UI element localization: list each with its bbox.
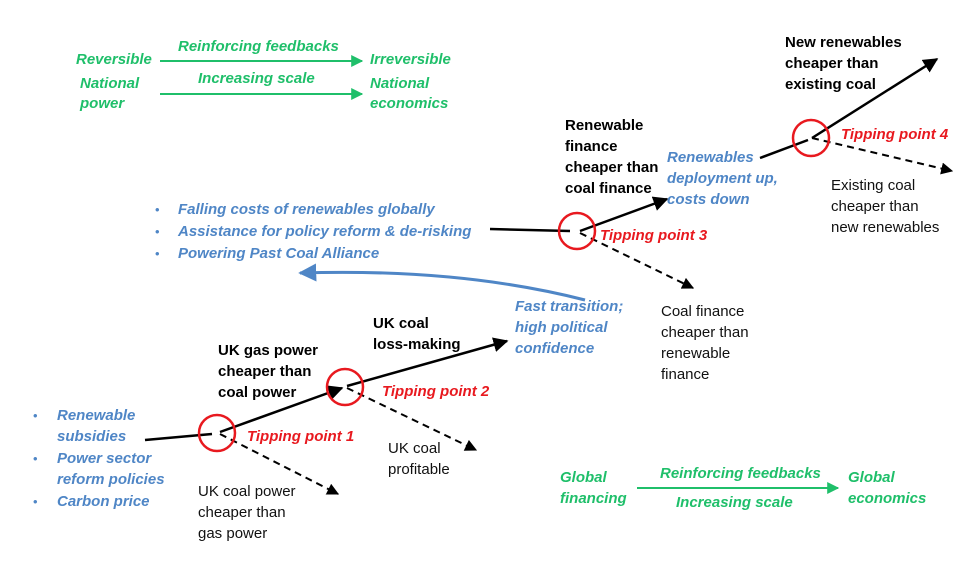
tp2-up-line-1: UK coal — [373, 315, 429, 332]
path-tp2-up — [346, 337, 509, 388]
global-driver-2: Assistance for policy reform & de-riskin… — [177, 223, 471, 240]
fast-transition-line-1: Fast transition; — [515, 298, 623, 315]
legend-national-econ-a: National — [370, 75, 430, 92]
tp4-up-line-3: existing coal — [785, 76, 876, 93]
tp2-up-outcome: UK coal loss-making — [373, 315, 461, 353]
path-tp4-up — [811, 57, 939, 140]
renewables-deployment-label: Renewables deployment up, costs down — [667, 149, 778, 208]
global-drivers-list: • Falling costs of renewables globally •… — [155, 201, 471, 262]
legend-national-econ-b: economics — [370, 95, 448, 112]
tp4-up-line-1: New renewables — [785, 34, 902, 51]
svg-text:•: • — [155, 224, 160, 239]
tp4-down-outcome: Existing coal cheaper than new renewable… — [831, 177, 939, 236]
tp4-up-line-2: cheaper than — [785, 55, 878, 72]
tp3-down-line-4: finance — [661, 366, 709, 383]
path-global-in — [489, 227, 571, 233]
uk-drivers-list: • Renewable subsidies • Power sector ref… — [33, 407, 165, 510]
uk-driver-2a: Power sector — [57, 450, 152, 467]
fast-transition-label: Fast transition; high political confiden… — [515, 298, 623, 357]
tipping-point-3-label: Tipping point 3 — [600, 227, 708, 244]
tipping-point-2-circle — [325, 367, 365, 407]
tp2-up-line-2: loss-making — [373, 336, 461, 353]
legend-reversible: Reversible — [76, 51, 152, 68]
tp3-down-line-1: Coal finance — [661, 303, 744, 320]
tp2-down-line-2: profitable — [388, 461, 450, 478]
uk-driver-1a: Renewable — [57, 407, 135, 424]
tp3-down-line-3: renewable — [661, 345, 730, 362]
deployment-line-2: deployment up, — [667, 170, 778, 187]
tp3-down-outcome: Coal finance cheaper than renewable fina… — [661, 303, 749, 383]
tp3-down-line-2: cheaper than — [661, 324, 749, 341]
svg-text:•: • — [33, 451, 38, 466]
legend-global: Global financing Reinforcing feedbacks I… — [560, 465, 926, 511]
tp4-down-line-2: cheaper than — [831, 198, 919, 215]
svg-text:•: • — [155, 246, 160, 261]
tp2-down-line-1: UK coal — [388, 440, 441, 457]
tp3-up-line-4: coal finance — [565, 180, 652, 197]
fast-transition-line-2: high political — [515, 319, 608, 336]
tp1-up-line-3: coal power — [218, 384, 297, 401]
tp1-down-line-2: cheaper than — [198, 504, 286, 521]
tipping-point-1-circle — [197, 413, 237, 453]
legend-national-a: National — [80, 75, 140, 92]
tp3-up-outcome: Renewable finance cheaper than coal fina… — [565, 117, 658, 197]
tipping-point-2-label: Tipping point 2 — [382, 383, 490, 400]
legend-global-a: Global — [560, 469, 608, 486]
legend-global-increasing: Increasing scale — [676, 494, 793, 511]
tp2-down-outcome: UK coal profitable — [388, 440, 450, 478]
legend-irreversible: Irreversible — [370, 51, 451, 68]
uk-driver-2b: reform policies — [57, 471, 165, 488]
legend-national-b: power — [79, 95, 125, 112]
tipping-point-3-circle — [557, 211, 597, 251]
deployment-line-1: Renewables — [667, 149, 754, 166]
legend-global-econ-b: economics — [848, 490, 926, 507]
tipping-point-4-label: Tipping point 4 — [841, 126, 949, 143]
uk-driver-3: Carbon price — [57, 493, 150, 510]
global-driver-1: Falling costs of renewables globally — [178, 201, 435, 218]
path-tp3-down — [579, 232, 695, 289]
tipping-point-1-label: Tipping point 1 — [247, 428, 354, 445]
tp3-up-line-3: cheaper than — [565, 159, 658, 176]
path-uk-in — [144, 432, 213, 442]
global-driver-3: Powering Past Coal Alliance — [178, 245, 379, 262]
deployment-line-3: costs down — [667, 191, 750, 208]
fast-transition-line-3: confidence — [515, 340, 594, 357]
tp1-down-line-1: UK coal power — [198, 483, 296, 500]
legend-global-b: financing — [560, 490, 627, 507]
tp4-down-line-1: Existing coal — [831, 177, 915, 194]
tp3-up-line-1: Renewable — [565, 117, 643, 134]
legend-global-econ-a: Global — [848, 469, 896, 486]
path-tp4-in — [759, 138, 809, 160]
svg-text:•: • — [33, 408, 38, 423]
svg-text:•: • — [155, 202, 160, 217]
svg-text:•: • — [33, 494, 38, 509]
feedback-arrow — [298, 263, 586, 302]
tp3-up-line-2: finance — [565, 138, 618, 155]
legend-national: Reversible National power Reinforcing fe… — [76, 38, 451, 112]
path-tp1-down — [219, 433, 340, 495]
legend-reinforcing: Reinforcing feedbacks — [178, 38, 339, 55]
legend-global-reinforcing: Reinforcing feedbacks — [660, 465, 821, 482]
tp4-down-line-3: new renewables — [831, 219, 939, 236]
tp1-down-outcome: UK coal power cheaper than gas power — [198, 483, 296, 542]
tipping-point-4-circle — [791, 118, 831, 158]
uk-driver-1b: subsidies — [57, 428, 126, 445]
tp1-up-line-1: UK gas power — [218, 342, 318, 359]
tp1-down-line-3: gas power — [198, 525, 267, 542]
tp1-up-outcome: UK gas power cheaper than coal power — [218, 342, 318, 401]
path-tp1-up — [219, 385, 344, 434]
tp4-up-outcome: New renewables cheaper than existing coa… — [785, 34, 902, 93]
tp1-up-line-2: cheaper than — [218, 363, 311, 380]
legend-increasing: Increasing scale — [198, 70, 315, 87]
